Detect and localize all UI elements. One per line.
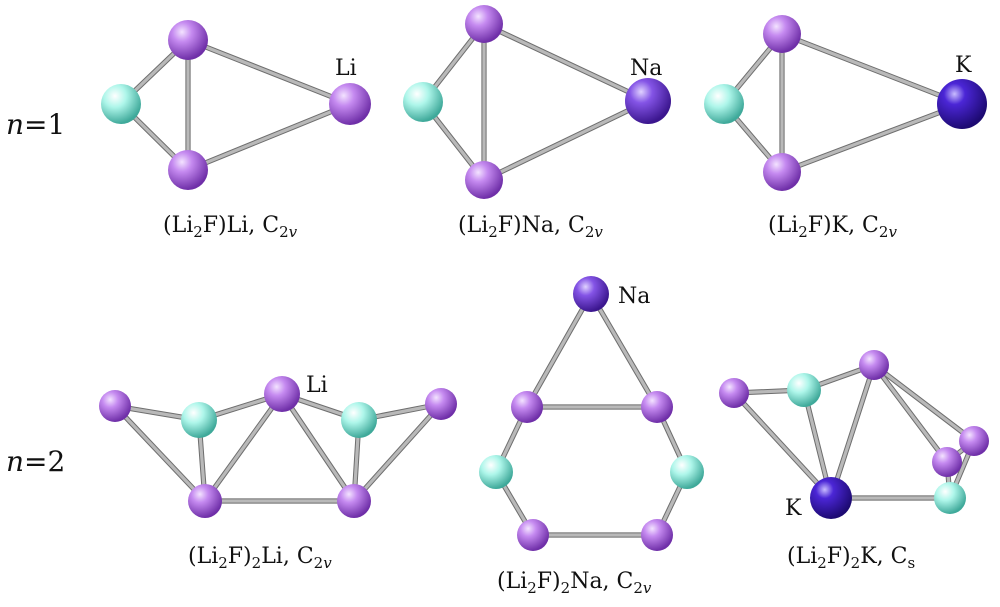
bond-m4-9 — [352, 402, 443, 503]
lithium-atom-m4-5 — [188, 484, 222, 518]
lithium-atom-m5-2 — [641, 391, 673, 423]
lithium-atom-m5-5 — [517, 519, 549, 551]
fluorine-atom-m4-3 — [341, 402, 377, 438]
row-label-n1: n=1 — [6, 108, 65, 141]
bond-m6-5 — [872, 363, 976, 443]
bonds-m6 — [731, 362, 977, 501]
bond-m1-3 — [186, 38, 352, 106]
bond-m5-0 — [525, 292, 593, 409]
bond-m3-3 — [780, 32, 964, 106]
sodium-atom-m5-0 — [573, 276, 609, 312]
atom-label-na-m5: Na — [618, 284, 650, 309]
atom-label-li-m4: Li — [306, 373, 328, 398]
bonds-m1 — [118, 37, 353, 173]
row-label-n2: n=2 — [6, 445, 65, 478]
bond-m6-6 — [872, 363, 949, 464]
bond-m4-1 — [113, 404, 207, 503]
caption-m6: (Li2F)2K, Cs — [787, 544, 915, 572]
lithium-atom-m6-4 — [932, 447, 962, 477]
lithium-atom-m5-6 — [641, 519, 673, 551]
atoms-m1 — [101, 20, 371, 190]
lithium-atom-m6-0 — [719, 378, 749, 408]
bond-m3-4 — [780, 102, 964, 174]
fluorine-atom-m4-1 — [181, 402, 217, 438]
lithium-atom-m4-2 — [264, 376, 300, 412]
bonds-m2 — [420, 21, 651, 183]
bond-m6-4 — [829, 363, 876, 500]
bonds-m3 — [721, 31, 965, 175]
bond-m4-4 — [203, 392, 284, 503]
caption-m4: (Li2F)2Li, C2v — [188, 544, 332, 572]
lithium-atom-m4-6 — [337, 484, 371, 518]
lithium-atom-m1-3 — [329, 83, 371, 125]
lithium-atom-m1-0 — [168, 20, 208, 60]
atoms-m3 — [704, 15, 987, 191]
fluorine-atom-m5-3 — [479, 455, 513, 489]
bond-m6-2 — [732, 391, 833, 500]
lithium-atom-m6-3 — [959, 426, 989, 456]
fluorine-atom-m6-1 — [787, 373, 821, 407]
sodium-atom-m2-3 — [625, 78, 671, 124]
atoms-m4 — [99, 376, 457, 518]
fluorine-atom-m1-1 — [101, 84, 141, 124]
atom-label-na-m2: Na — [630, 56, 662, 81]
lithium-atom-m5-1 — [511, 391, 543, 423]
bond-m2-3 — [482, 22, 650, 103]
lithium-atom-m4-0 — [99, 390, 131, 422]
atom-label-li-m1: Li — [335, 56, 357, 81]
atoms-m2 — [403, 5, 671, 199]
lithium-atom-m1-2 — [168, 150, 208, 190]
atoms-m5 — [479, 276, 704, 551]
caption-m5: (Li2F)2Na, C2v — [497, 569, 652, 597]
fluorine-atom-m2-1 — [403, 82, 443, 122]
caption-m2: (Li2F)Na, C2v — [458, 213, 603, 241]
bond-m5-1 — [589, 292, 659, 409]
bond-m1-4 — [186, 102, 352, 172]
fluorine-atom-m3-1 — [704, 84, 744, 124]
lithium-atom-m3-2 — [763, 153, 801, 191]
lithium-atom-m4-4 — [425, 388, 457, 420]
potassium-atom-m3-3 — [937, 79, 987, 129]
fluorine-atom-m6-6 — [934, 482, 966, 514]
lithium-atom-m2-2 — [465, 161, 503, 199]
atoms-layer — [99, 5, 989, 551]
atom-label-k-m6: K — [785, 496, 802, 521]
bond-m4-5 — [280, 392, 356, 503]
caption-m1: (Li2F)Li, C2v — [163, 213, 298, 241]
lithium-atom-m2-0 — [465, 5, 503, 43]
atom-label-k-m3: K — [955, 53, 972, 78]
fluorine-atom-m5-4 — [670, 455, 704, 489]
bond-m2-4 — [482, 99, 650, 182]
lithium-atom-m3-0 — [763, 15, 801, 53]
potassium-atom-m6-5 — [810, 477, 852, 519]
lithium-atom-m6-2 — [859, 350, 889, 380]
caption-m3: (Li2F)K, C2v — [768, 213, 897, 241]
bonds-layer — [112, 21, 977, 538]
atoms-m6 — [719, 350, 989, 519]
